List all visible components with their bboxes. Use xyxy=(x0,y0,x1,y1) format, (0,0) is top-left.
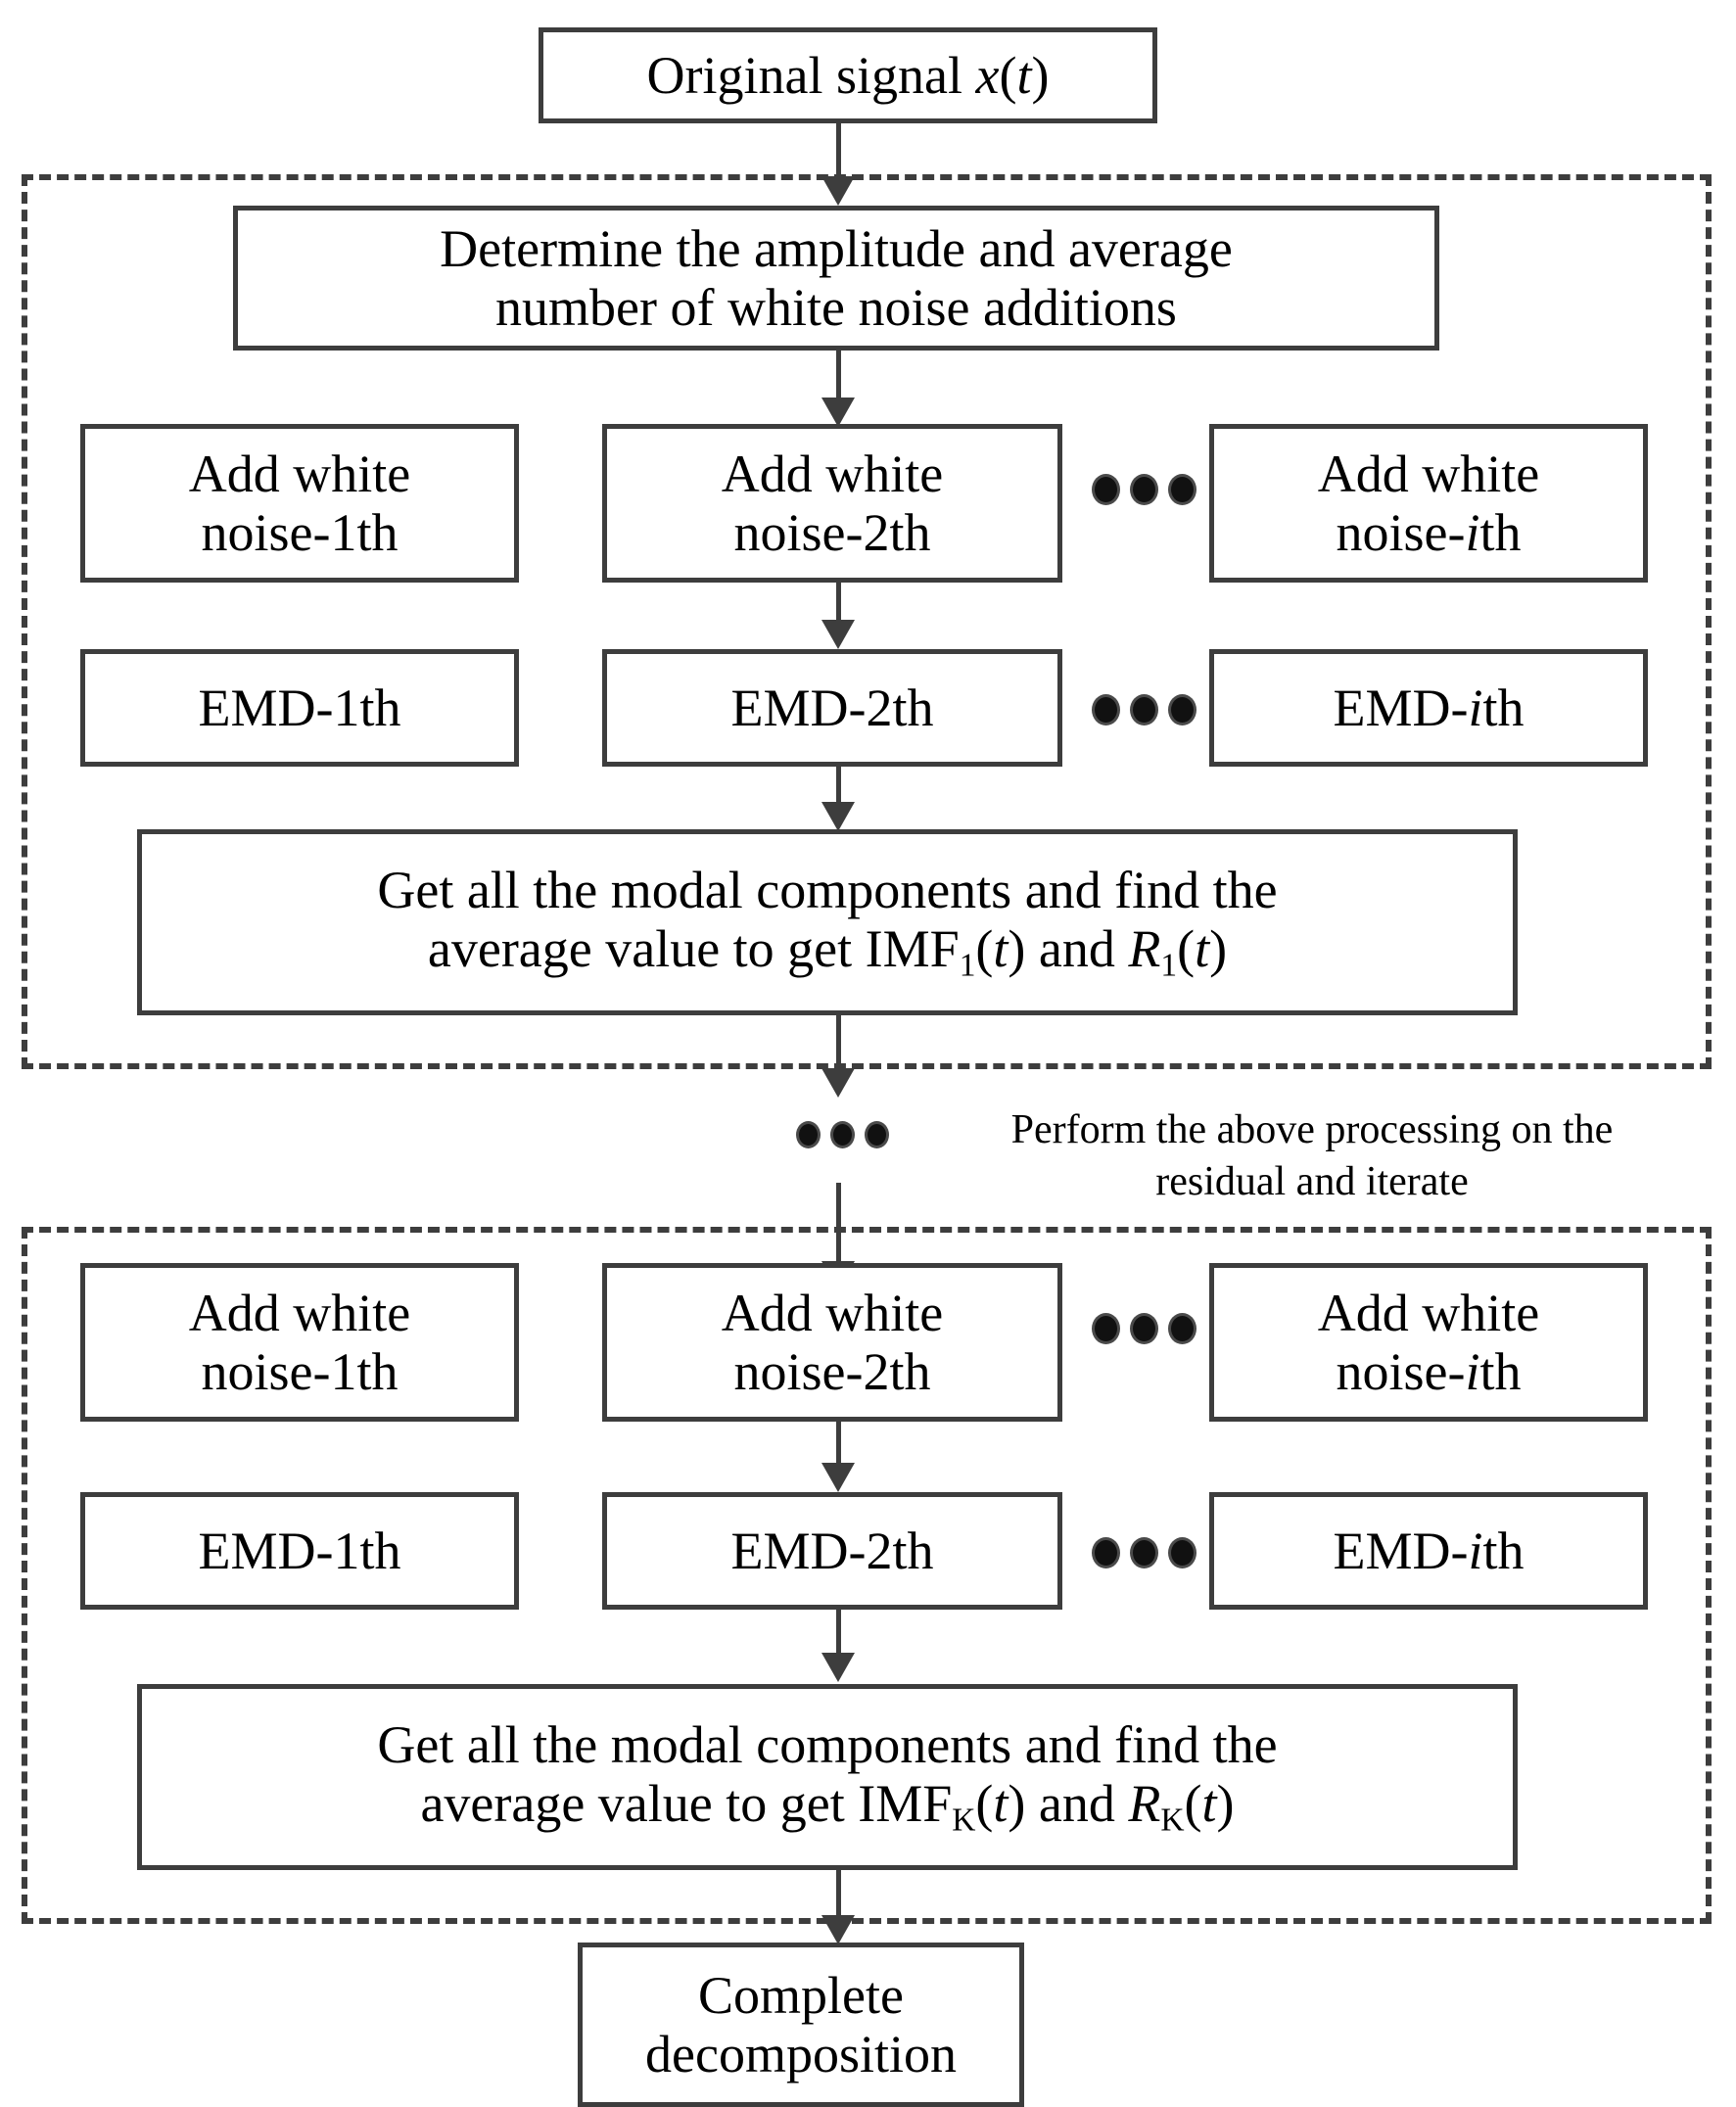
result1-line2: average value to get IMF1(t) and R1(t) xyxy=(427,919,1228,984)
node-original-signal-label: Original signal x(t) xyxy=(553,46,1143,105)
dot-icon xyxy=(868,1124,886,1146)
dot-icon xyxy=(1095,477,1117,502)
noiseik-line1: Add white xyxy=(1317,1283,1540,1342)
text-paren-open-1: ( xyxy=(999,45,1017,105)
node-emd-1th-stage1: EMD-1th xyxy=(80,649,519,767)
arrow-noise2-to-emd2-stageK xyxy=(821,1422,856,1492)
arrow-determine-to-noise2 xyxy=(821,351,856,427)
dot-icon xyxy=(1133,1316,1155,1341)
annotation-iterate-note: Perform the above processing on the resi… xyxy=(920,1104,1704,1207)
noisei-line1: Add white xyxy=(1317,444,1540,503)
arrow-noise2-to-emd2-stage1 xyxy=(821,583,856,649)
ellipsis-middle-annotation xyxy=(799,1124,886,1146)
noiseik-line2: noise-ith xyxy=(1336,1342,1522,1401)
ellipsis-noise-row-stage1 xyxy=(1095,477,1194,502)
noise2-line2: noise-2th xyxy=(733,503,931,562)
result1-line1: Get all the modal components and find th… xyxy=(377,860,1278,919)
noise2-line1: Add white xyxy=(721,444,944,503)
dot-icon xyxy=(1171,1316,1194,1341)
subscript-k-imf: K xyxy=(952,1802,976,1839)
arrow-result1-down xyxy=(821,1015,856,1098)
emd1k-label: EMD-1th xyxy=(198,1521,401,1580)
node-add-white-noise-2th-stageK: Add white noise-2th xyxy=(602,1263,1062,1422)
dot-icon xyxy=(1095,1316,1117,1341)
end-line1: Complete xyxy=(698,1965,904,2025)
node-get-modal-components-stage1: Get all the modal components and find th… xyxy=(137,829,1518,1015)
node-add-white-noise-ith-stageK: Add white noise-ith xyxy=(1209,1263,1648,1422)
node-emd-2th-stageK: EMD-2th xyxy=(602,1492,1062,1610)
stage-one-group xyxy=(22,174,1712,1069)
dot-icon xyxy=(1133,697,1155,723)
node-emd-ith-stage1: EMD-ith xyxy=(1209,649,1648,767)
noise2k-line1: Add white xyxy=(721,1283,944,1342)
ellipsis-emd-row-stage1 xyxy=(1095,697,1194,723)
subscript-1-r: 1 xyxy=(1160,947,1178,984)
dot-icon xyxy=(1095,1540,1117,1566)
dot-icon xyxy=(1095,697,1117,723)
node-emd-1th-stageK: EMD-1th xyxy=(80,1492,519,1610)
resultk-line2: average value to get IMFK(t) and RK(t) xyxy=(420,1774,1235,1839)
annotation-line1: Perform the above processing on the xyxy=(1010,1107,1614,1152)
arrow-start-to-determine xyxy=(821,123,856,206)
noise2k-line2: noise-2th xyxy=(733,1342,931,1401)
arrow-emd2-to-result-stageK xyxy=(821,1610,856,1682)
dot-icon xyxy=(1171,477,1194,502)
dot-icon xyxy=(833,1124,852,1146)
noisei-line2: noise-ith xyxy=(1336,503,1522,562)
dot-icon xyxy=(1133,1540,1155,1566)
dot-icon xyxy=(1171,697,1194,723)
subscript-k-r: K xyxy=(1160,1802,1185,1839)
emdik-label: EMD-ith xyxy=(1333,1521,1525,1580)
node-get-modal-components-stageK: Get all the modal components and find th… xyxy=(137,1684,1518,1870)
noise1k-line2: noise-1th xyxy=(201,1342,399,1401)
arrow-emd2-to-result-stage1 xyxy=(821,767,856,831)
emdi-label: EMD-ith xyxy=(1333,678,1525,737)
node-emd-2th-stage1: EMD-2th xyxy=(602,649,1062,767)
emd2k-label: EMD-2th xyxy=(730,1521,934,1580)
node-original-signal: Original signal x(t) xyxy=(539,27,1157,123)
node-add-white-noise-1th-stageK: Add white noise-1th xyxy=(80,1263,519,1422)
text-variable-x: x xyxy=(975,45,1000,105)
node-emd-ith-stageK: EMD-ith xyxy=(1209,1492,1648,1610)
node-add-white-noise-ith-stage1: Add white noise-ith xyxy=(1209,424,1648,583)
dot-icon xyxy=(1133,477,1155,502)
node-complete-decomposition: Complete decomposition xyxy=(578,1943,1024,2107)
stage-k-group xyxy=(22,1227,1712,1924)
end-line2: decomposition xyxy=(645,2025,957,2084)
text-original-signal-prefix: Original signal xyxy=(646,45,976,105)
node-determine-amplitude: Determine the amplitude and average numb… xyxy=(233,206,1439,351)
arrow-resultK-to-complete xyxy=(821,1870,856,1944)
emd2-label: EMD-2th xyxy=(730,678,934,737)
dot-icon xyxy=(1171,1540,1194,1566)
noise1k-line1: Add white xyxy=(188,1283,411,1342)
emd1-label: EMD-1th xyxy=(198,678,401,737)
dot-icon xyxy=(799,1124,818,1146)
annotation-line2: residual and iterate xyxy=(1155,1158,1469,1204)
node-determine-line1: Determine the amplitude and average xyxy=(440,218,1233,278)
noise1-line1: Add white xyxy=(188,444,411,503)
node-add-white-noise-1th-stage1: Add white noise-1th xyxy=(80,424,519,583)
resultk-line1: Get all the modal components and find th… xyxy=(377,1714,1278,1774)
node-add-white-noise-2th-stage1: Add white noise-2th xyxy=(602,424,1062,583)
subscript-1-imf: 1 xyxy=(959,947,976,984)
ellipsis-emd-row-stageK xyxy=(1095,1540,1194,1566)
text-paren-close-1: ) xyxy=(1031,45,1050,105)
noise1-line2: noise-1th xyxy=(201,503,399,562)
ellipsis-noise-row-stageK xyxy=(1095,1316,1194,1341)
text-variable-t-1: t xyxy=(1016,45,1032,105)
node-determine-line2: number of white noise additions xyxy=(495,278,1177,337)
